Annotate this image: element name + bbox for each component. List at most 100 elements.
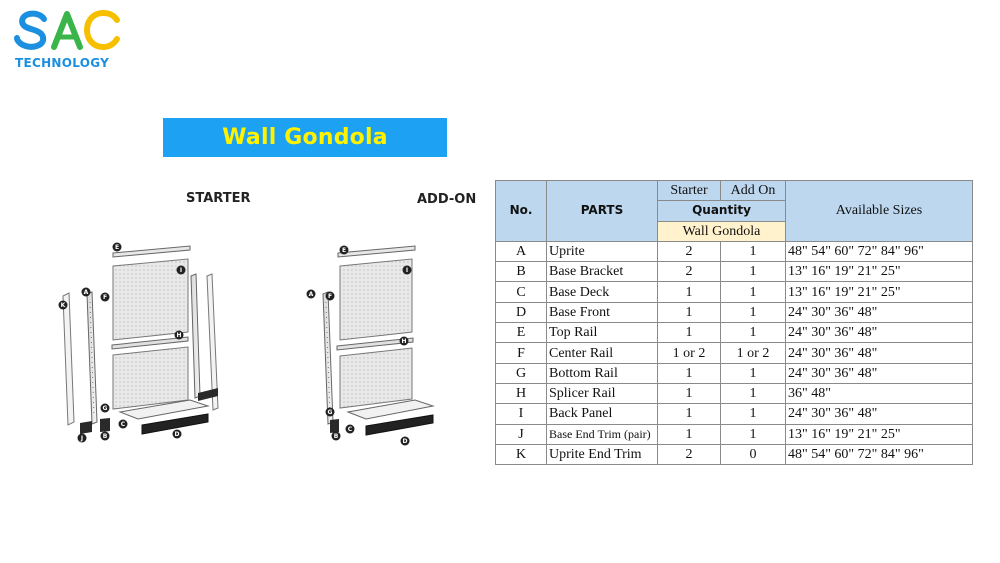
quantity-header: Quantity (657, 200, 786, 222)
cell-starter-qty: 1 or 2 (657, 342, 721, 364)
cell-addon-qty: 1 (720, 281, 786, 303)
svg-text:F: F (103, 294, 107, 301)
callout-d: D (172, 429, 182, 439)
svg-text:G: G (328, 409, 333, 416)
col-addon-header: Add On (720, 179, 786, 202)
cell-no: C (495, 281, 547, 303)
svg-text:A: A (309, 291, 314, 298)
svg-text:B: B (334, 433, 339, 440)
svg-text:G: G (103, 405, 108, 412)
cell-sizes: 24" 30" 36" 48" (785, 322, 973, 344)
callout-a-addon: A (306, 289, 316, 299)
callout-k: K (58, 300, 68, 310)
callout-i: I (176, 265, 186, 275)
cell-starter-qty: 1 (657, 362, 721, 384)
wall-gondola-header: Wall Gondola (657, 220, 786, 242)
callout-a: A (81, 287, 91, 297)
callout-e-addon: E (339, 245, 349, 255)
svg-text:H: H (401, 338, 406, 345)
cell-addon-qty: 1 (720, 403, 786, 425)
cell-addon-qty: 1 (720, 362, 786, 384)
cell-no: F (495, 342, 547, 364)
cell-no: K (495, 443, 547, 466)
svg-text:I: I (180, 267, 182, 274)
cell-no: H (495, 382, 547, 405)
cell-sizes: 13" 16" 19" 21" 25" (785, 423, 973, 445)
svg-text:K: K (61, 302, 66, 309)
svg-text:J: J (80, 435, 83, 442)
cell-part: Uprite (546, 240, 658, 263)
col-no-header: No. (495, 180, 547, 242)
sac-logo-mark (14, 9, 120, 51)
cell-part: Base End Trim (pair) (546, 423, 658, 445)
svg-text:C: C (121, 421, 126, 428)
cell-no: B (495, 261, 547, 283)
cell-addon-qty: 1 (720, 301, 786, 324)
callout-c: C (118, 419, 128, 429)
callout-h: H (174, 330, 184, 340)
col-sizes-header: Available Sizes (785, 180, 973, 242)
cell-no: G (495, 362, 547, 384)
cell-addon-qty: 1 (720, 261, 786, 283)
callout-f-addon: F (325, 291, 335, 301)
col-parts-header: PARTS (546, 180, 658, 242)
cell-part: Base Deck (546, 281, 658, 303)
cell-starter-qty: 2 (657, 443, 721, 466)
cell-starter-qty: 1 (657, 382, 721, 405)
callout-d-addon: D (400, 436, 410, 446)
cell-no: A (495, 240, 547, 263)
svg-text:I: I (406, 267, 408, 274)
cell-part: Bottom Rail (546, 362, 658, 384)
page-title: Wall Gondola (222, 125, 388, 150)
cell-part: Top Rail (546, 322, 658, 344)
addon-diagram (322, 245, 435, 436)
logo-subtitle: TECHNOLOGY (15, 56, 110, 70)
cell-part: Uprite End Trim (546, 443, 658, 466)
title-banner: Wall Gondola (163, 118, 447, 157)
callout-g: G (100, 403, 110, 413)
svg-text:E: E (115, 244, 119, 251)
callout-f: F (100, 292, 110, 302)
cell-starter-qty: 2 (657, 240, 721, 263)
cell-no: J (495, 423, 547, 445)
cell-part: Base Bracket (546, 261, 658, 283)
svg-text:A: A (84, 289, 89, 296)
callout-i-addon: I (402, 265, 412, 275)
callout-e: E (112, 242, 122, 252)
cell-addon-qty: 1 or 2 (720, 342, 786, 364)
callout-h-addon: H (399, 336, 409, 346)
svg-text:B: B (103, 433, 108, 440)
col-starter-header: Starter (657, 179, 721, 202)
callout-b: B (100, 431, 110, 441)
cell-no: D (495, 301, 547, 324)
cell-addon-qty: 1 (720, 240, 786, 263)
callout-b-addon: B (331, 431, 341, 441)
svg-text:C: C (348, 426, 353, 433)
starter-diagram (62, 245, 219, 435)
cell-starter-qty: 1 (657, 301, 721, 324)
cell-starter-qty: 1 (657, 423, 721, 445)
cell-sizes: 13" 16" 19" 21" 25" (785, 261, 973, 283)
cell-sizes: 24" 30" 36" 48" (785, 362, 973, 384)
svg-text:D: D (175, 431, 180, 438)
starter-heading: STARTER (186, 191, 251, 206)
svg-text:F: F (328, 293, 332, 300)
cell-part: Base Front (546, 301, 658, 324)
callout-g-addon: G (325, 407, 335, 417)
cell-sizes: 24" 30" 36" 48" (785, 403, 973, 425)
svg-text:D: D (403, 438, 408, 445)
callout-j: J (77, 433, 87, 443)
gondola-exploded-diagram: K A B C D E F G H I J A B C D E F G H I (58, 242, 435, 446)
addon-heading: ADD-ON (417, 192, 477, 207)
svg-text:E: E (342, 247, 346, 254)
